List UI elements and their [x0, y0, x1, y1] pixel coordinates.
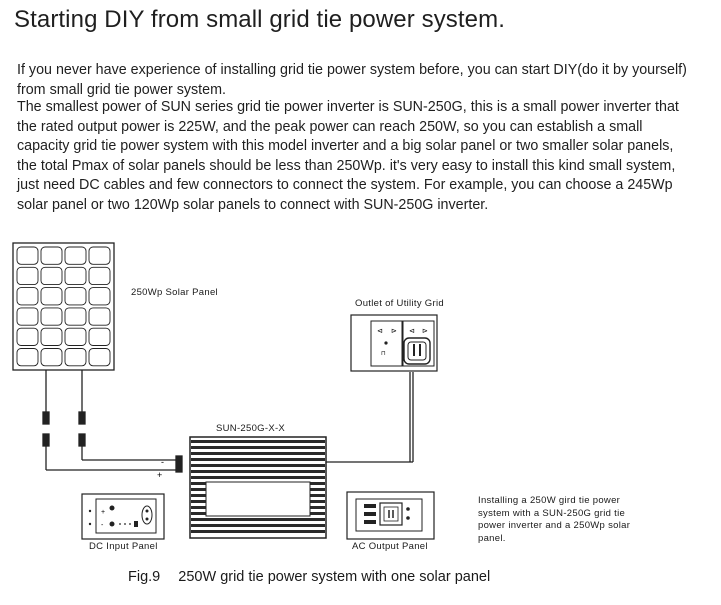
svg-text:⊳: ⊳ [422, 328, 428, 335]
solar-cell [88, 307, 111, 326]
svg-text:+: + [101, 509, 105, 516]
svg-text:-: - [101, 522, 104, 529]
solar-cell [40, 266, 63, 286]
solar-cell [40, 327, 63, 346]
inverter-body [189, 436, 327, 539]
heatsink-fin [191, 530, 325, 533]
utility-outlet: ⊲ ⊳ ⊓ ⊲ ⊳ [350, 314, 438, 372]
ac-output-panel [346, 491, 435, 540]
solar-cells [16, 246, 111, 367]
svg-text:⊲: ⊲ [377, 328, 383, 335]
solar-cell [64, 307, 87, 326]
solar-cell [64, 266, 87, 286]
heatsink-fin [191, 518, 325, 521]
svg-text:⊳: ⊳ [391, 328, 397, 335]
heatsink-fin [191, 458, 325, 461]
heatsink-fin [191, 524, 325, 527]
solar-cell [16, 266, 39, 286]
minus-sign: - [161, 457, 164, 467]
svg-text:⊲: ⊲ [409, 328, 415, 335]
solar-cell [64, 246, 87, 265]
figure-caption: Fig.9 250W grid tie power system with on… [128, 569, 490, 585]
figure-caption-text: 250W grid tie power system with one sola… [178, 569, 491, 585]
solar-cell [64, 348, 87, 367]
heatsink-fin [191, 446, 325, 449]
solar-panel [12, 242, 115, 371]
heatsink-fin [191, 476, 325, 479]
solar-cell [64, 327, 87, 346]
outlet-label: Outlet of Utility Grid [355, 298, 444, 309]
solar-cell [88, 287, 111, 306]
solar-cell [40, 348, 63, 367]
heatsink-fin [191, 452, 325, 455]
figure-number: Fig.9 [128, 569, 161, 585]
solar-cell [40, 246, 63, 265]
installation-note: Installing a 250W gird tie power system … [478, 495, 631, 544]
solar-cell [16, 287, 39, 306]
heatsink-fin [191, 440, 325, 443]
solar-panel-label: 250Wp Solar Panel [131, 287, 218, 298]
heatsink-fin [191, 464, 325, 467]
intro-paragraph: If you never have experience of installi… [17, 62, 687, 98]
panel-leads [42, 370, 183, 473]
dc-input-panel-label: DC Input Panel [89, 541, 158, 552]
ac-output-panel-label: AC Output Panel [352, 541, 428, 552]
description-paragraph: The smallest power of SUN series grid ti… [17, 99, 679, 213]
solar-cell [88, 327, 111, 346]
solar-cell [64, 287, 87, 306]
svg-text:⊓: ⊓ [381, 351, 386, 357]
solar-cell [16, 327, 39, 346]
inverter-label: SUN-250G-X-X [216, 423, 286, 434]
solar-cell [88, 348, 111, 367]
solar-cell [40, 287, 63, 306]
solar-cell [16, 246, 39, 265]
solar-cell [16, 307, 39, 326]
page-title: Starting DIY from small grid tie power s… [14, 6, 505, 33]
solar-cell [40, 307, 63, 326]
plus-sign: + [157, 470, 162, 480]
dc-input-panel: + - [81, 493, 165, 540]
solar-cell [16, 348, 39, 367]
ac-cable [326, 372, 414, 463]
solar-cell [88, 266, 111, 286]
solar-cell [88, 246, 111, 265]
heatsink-fin [191, 470, 325, 473]
